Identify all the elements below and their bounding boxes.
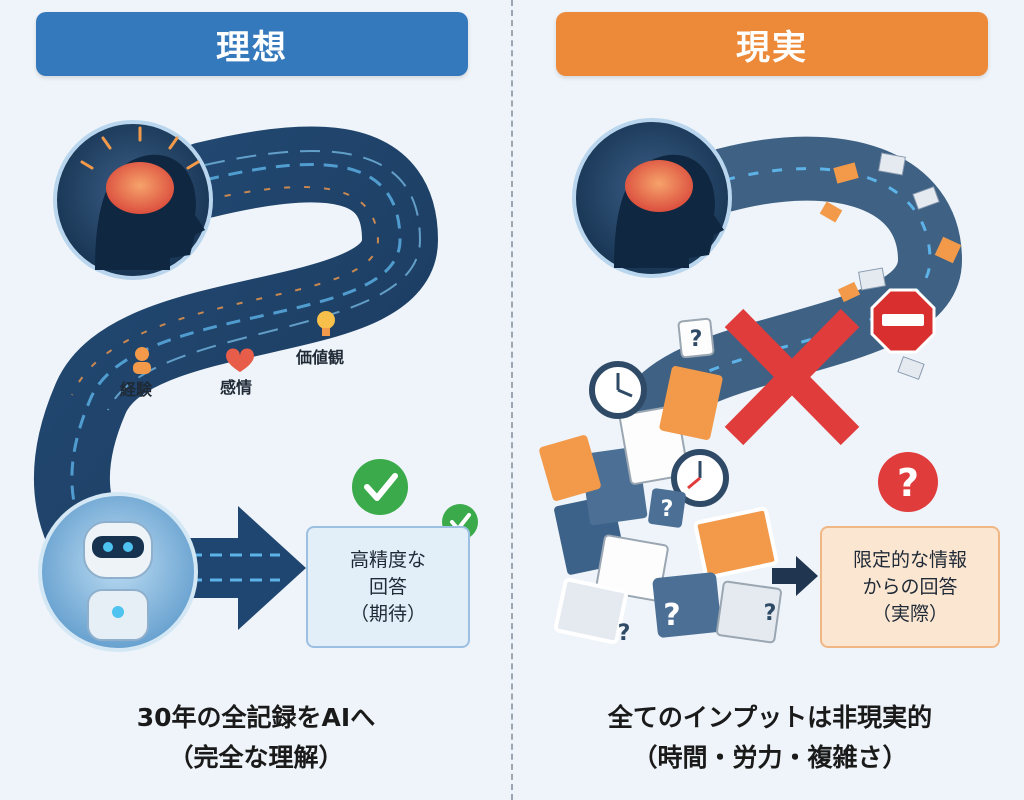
person-icon — [133, 347, 151, 374]
svg-text:?: ? — [690, 327, 703, 352]
clock-icon-2 — [671, 449, 729, 507]
result-line: 回答 — [368, 575, 407, 598]
result-line: （期待） — [349, 602, 426, 625]
svg-text:?: ? — [764, 601, 777, 626]
svg-text:?: ? — [618, 621, 631, 646]
output-arrow-right — [772, 556, 818, 596]
path-label-emotion: 感情 — [220, 378, 253, 397]
svg-text:?: ? — [663, 598, 680, 633]
question-card-icons: ? ? ? ? ? — [618, 317, 777, 646]
fragmented-road — [628, 136, 963, 432]
heart-icon — [226, 348, 254, 372]
caption-line: 全てのインプットは非現実的 — [607, 703, 933, 732]
result-line: 高精度な — [349, 548, 426, 571]
caption-line: 30年の全記録をAIへ — [136, 703, 376, 732]
header-ideal: 理想 — [36, 12, 468, 76]
result-line: 限定的な情報 — [852, 548, 967, 571]
path-label-values: 価値観 — [296, 348, 345, 367]
path-label-experience: 経験 — [120, 380, 153, 399]
cross-icon — [724, 308, 860, 446]
human-head-icon-right — [572, 118, 732, 278]
question-icon: ? — [878, 452, 938, 512]
result-box-actual: 限定的な情報 からの回答 （実際） — [820, 526, 1000, 648]
check-icon — [352, 459, 408, 515]
document-pile — [539, 366, 782, 645]
result-box-expected: 高精度な 回答 （期待） — [306, 526, 470, 648]
caption-line: （完全な理解） — [168, 743, 344, 772]
panel-divider — [511, 0, 513, 800]
human-head-icon — [53, 120, 213, 280]
data-road — [33, 126, 439, 598]
header-reality: 現実 — [556, 12, 988, 76]
svg-text:?: ? — [661, 497, 674, 522]
flying-documents — [819, 152, 962, 380]
no-entry-icon — [870, 288, 936, 354]
clock-icon — [589, 361, 647, 419]
lightbulb-icon — [317, 311, 335, 336]
svg-text:?: ? — [897, 461, 919, 505]
caption-line: （時間・労力・複雑さ） — [632, 743, 908, 772]
caption-reality: 全てのインプットは非現実的 （時間・労力・複雑さ） — [540, 698, 1000, 778]
result-line: （実際） — [871, 602, 948, 625]
result-line: からの回答 — [862, 575, 958, 598]
robot-icon — [38, 492, 198, 652]
caption-ideal: 30年の全記録をAIへ （完全な理解） — [26, 698, 486, 778]
